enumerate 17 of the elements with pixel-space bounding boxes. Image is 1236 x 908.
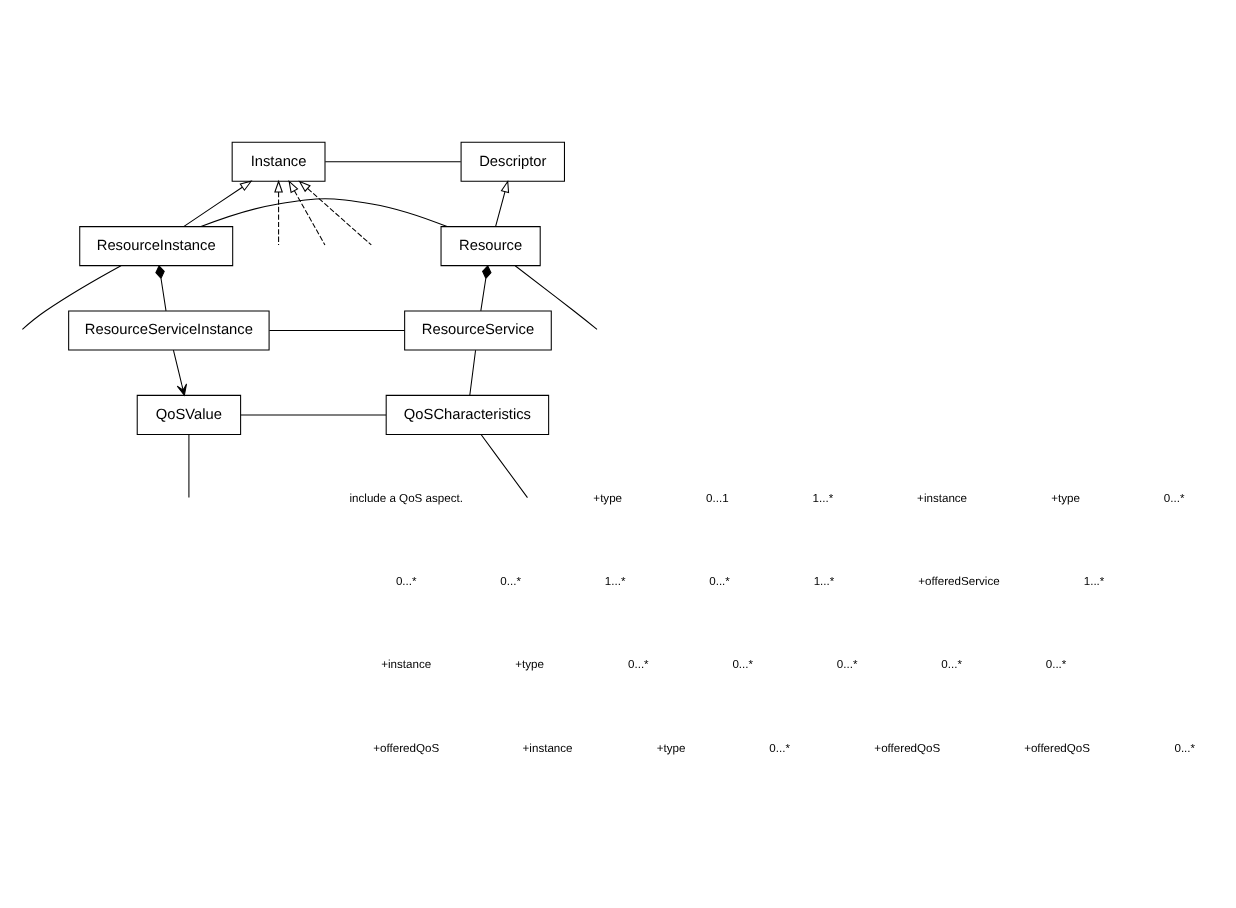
connector [324,160,462,162]
arrow [172,348,188,395]
arrow [274,178,284,245]
arrow [288,179,326,245]
arrow [495,178,510,226]
connector [155,263,167,311]
connector [480,263,492,311]
connector [240,413,387,415]
connector [188,433,190,498]
connector [480,433,528,498]
connector [469,348,477,395]
arrow [183,179,253,226]
arrow [298,179,372,245]
connector [514,264,598,329]
connector [21,264,122,329]
connector [200,197,448,227]
connector [268,329,406,331]
